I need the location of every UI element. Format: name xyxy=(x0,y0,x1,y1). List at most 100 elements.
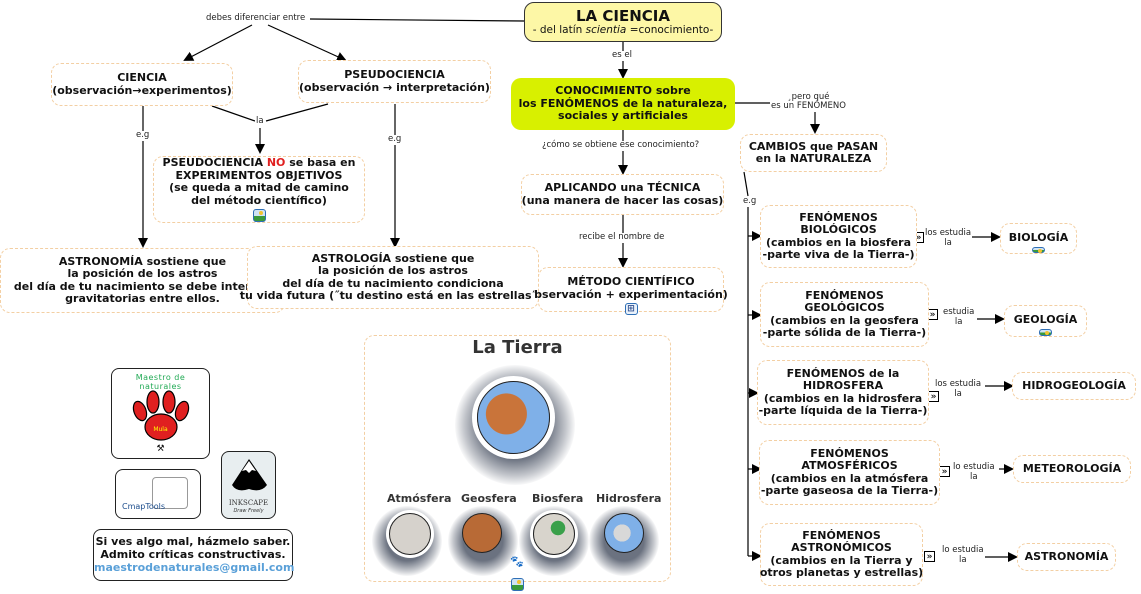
node-meteorologia[interactable]: METEOROLOGÍA xyxy=(1013,455,1131,483)
node-astrologia-ejemplo[interactable]: ASTROLOGÍA sostiene que la posición de l… xyxy=(240,246,546,309)
ciencia-title: CIENCIA xyxy=(117,71,167,84)
label-eg-pseudo: e.g xyxy=(387,134,403,145)
fen-hidro-line1: FENÓMENOS de la xyxy=(786,366,900,380)
node-conocimiento[interactable]: CONOCIMIENTO sobre los FENÓMENOS de la n… xyxy=(511,78,735,130)
meteorologia-title: METEOROLOGÍA xyxy=(1022,461,1122,475)
conocimiento-line1: CONOCIMIENTO sobre xyxy=(555,84,691,98)
sphere-label-biosfera: Biosfera xyxy=(532,492,584,505)
label-geo-line2: la xyxy=(954,316,963,327)
astronomia-title: ASTRONOMÍA xyxy=(1024,549,1109,563)
node-cambios[interactable]: CAMBIOS que PASAN en la NATURALEZA xyxy=(740,134,887,172)
fen-astro-line4: otros planetas y estrellas) xyxy=(759,566,924,579)
node-fenomenos-hidrosfera[interactable]: FENÓMENOS de la HIDROSFERA (cambios en l… xyxy=(757,360,929,425)
inkscape-label: INKSCAPE xyxy=(228,499,269,507)
inkscape-tagline: Draw Freely xyxy=(233,508,264,514)
root-sub-pre: - del latín xyxy=(532,23,586,36)
maestro-badge: Mula xyxy=(153,426,168,433)
node-astronomia-ejemplo[interactable]: ASTRONOMÍA sostiene que la posición de l… xyxy=(0,248,285,313)
node-biologia[interactable]: BIOLOGÍA xyxy=(1000,223,1077,254)
sphere-label-atmosfera: Atmósfera xyxy=(387,492,452,505)
fen-astro-line2: ASTRONÓMICOS xyxy=(791,541,892,554)
feedback-line2: Admito críticas constructivas. xyxy=(100,548,286,561)
pseudociencia-title: PSEUDOCIENCIA xyxy=(344,68,445,81)
astro-eg-line4: gravitatorias entre ellos. xyxy=(65,292,220,305)
pseudono-red: NO xyxy=(266,156,286,169)
atmosfera-icon xyxy=(389,513,431,555)
pseudociencia-sub: (observación → interpretación) xyxy=(299,80,490,94)
biologia-title: BIOLOGÍA xyxy=(1008,231,1069,244)
node-tecnica[interactable]: APLICANDO una TÉCNICA (una manera de hac… xyxy=(521,174,724,215)
root-title: LA CIENCIA xyxy=(576,6,670,25)
astro-eg-line3: del día de tu nacimiento se debe interac… xyxy=(13,279,272,293)
fen-bio-line4: -parte viva de la Tierra-) xyxy=(762,248,915,261)
fen-astro-line3: (cambios en la Tierra y xyxy=(770,553,913,567)
ciencia-sub: (observación→experimentos) xyxy=(52,83,232,97)
fen-atmo-line3: (cambios en la atmósfera xyxy=(770,471,929,485)
nested-map-icon-astro[interactable]: » xyxy=(924,551,935,562)
fen-hidro-line3: (cambios en la hidrosfera xyxy=(763,391,923,405)
astrol-eg-line4: tu vida futura (˝tu destino está en las … xyxy=(239,289,547,302)
link-cambios-eg xyxy=(743,171,749,197)
root-sub-post: =conocimiento- xyxy=(626,23,714,36)
node-astronomia[interactable]: ASTRONOMÍA xyxy=(1017,543,1116,571)
cmap-diagram-icon xyxy=(152,477,188,509)
hidrogeologia-title: HIDROGEOLOGÍA xyxy=(1022,378,1126,392)
node-fenomenos-atmosfericos[interactable]: FENÓMENOS ATMOSFÉRICOS (cambios en la at… xyxy=(759,440,940,505)
biosfera-icon xyxy=(533,513,575,555)
hidrosfera-icon xyxy=(604,513,644,553)
earth-icon xyxy=(477,381,550,454)
astrol-eg-line3: del día de tu nacimiento condiciona xyxy=(282,276,504,290)
image-icon[interactable] xyxy=(1039,328,1052,336)
node-hidrogeologia[interactable]: HIDROGEOLOGÍA xyxy=(1012,372,1136,400)
label-atmo-line2: la xyxy=(970,471,978,482)
label-recibe: recibe el nombre de xyxy=(578,232,666,243)
feedback-box: Si ves algo mal, házmelo saber. Admito c… xyxy=(93,529,295,581)
inkscape-icon xyxy=(232,459,267,491)
link-pseudo-la xyxy=(265,103,329,122)
fen-bio-line3: (cambios en la biosfera xyxy=(766,235,911,249)
nested-map-icon-hidro[interactable]: » xyxy=(928,391,939,402)
maestro-logo-text: Maestro de naturales xyxy=(135,373,186,391)
concept-map-icon[interactable]: ⊞ xyxy=(624,303,638,315)
fen-atmo-line2: ATMOSFÉRICOS xyxy=(801,459,898,472)
image-icon[interactable] xyxy=(252,209,266,222)
maestro-de-naturales-logo: Maestro de naturales Mula ⚒ xyxy=(111,368,210,459)
node-fenomenos-geologicos[interactable]: FENÓMENOS GEOLÓGICOS (cambios en la geos… xyxy=(760,282,929,347)
image-icon[interactable] xyxy=(1032,246,1045,253)
label-astro-line2: la xyxy=(959,554,967,565)
label-bio-line2: la xyxy=(944,237,952,248)
fen-bio-line2: BIOLÓGICOS xyxy=(800,223,877,236)
node-ciencia[interactable]: CIENCIA (observación→experimentos) xyxy=(51,63,233,106)
node-geologia[interactable]: GEOLOGÍA xyxy=(1004,305,1087,337)
node-la-ciencia[interactable]: LA CIENCIA - del latín scientia =conocim… xyxy=(524,2,722,42)
label-diferenciar: debes diferenciar entre xyxy=(205,13,307,24)
feedback-email[interactable]: maestrodenaturales@gmail.com xyxy=(94,561,295,574)
pseudono-line3: (se queda a mitad de camino xyxy=(169,181,349,194)
conocimiento-line2: los FENÓMENOS de la naturaleza, xyxy=(518,96,728,110)
nested-map-icon-atmo[interactable]: » xyxy=(939,466,950,477)
fen-atmo-line1: FENÓMENOS xyxy=(810,446,889,460)
node-pseudociencia-no[interactable]: PSEUDOCIENCIA NO se basa en EXPERIMENTOS… xyxy=(153,156,365,223)
label-pero-que-line2: es un FENÓMENO xyxy=(771,101,846,111)
node-metodo-cientifico[interactable]: MÉTODO CIENTÍFICO bservación + experimen… xyxy=(534,267,728,315)
image-icon[interactable] xyxy=(511,578,524,591)
label-atmo-line1: lo estudia xyxy=(953,462,995,472)
label-hidro-line2: la xyxy=(954,388,962,399)
cmaptools-label: CmapTools xyxy=(122,502,166,511)
astrol-eg-line1: ASTROLOGÍA sostiene que xyxy=(311,251,475,265)
fen-geo-line2: GEOLÓGICOS xyxy=(804,301,885,314)
cambios-line2: en la NATURALEZA xyxy=(755,152,872,165)
node-fenomenos-astronomicos[interactable]: FENÓMENOS ASTRONÓMICOS (cambios en la Ti… xyxy=(760,523,923,586)
pseudono-line1: PSEUDOCIENCIA NO se basa en xyxy=(163,156,356,170)
tecnica-line1: APLICANDO una TÉCNICA xyxy=(544,181,701,194)
node-pseudociencia[interactable]: PSEUDOCIENCIA (observación → interpretac… xyxy=(298,60,491,103)
link-root-diferenciar xyxy=(309,18,525,22)
node-fenomenos-biologicos[interactable]: FENÓMENOS BIOLÓGICOS (cambios en la bios… xyxy=(760,205,917,268)
pseudono-line4: del método científico) xyxy=(191,193,327,207)
tierra-title: La Tierra xyxy=(472,337,563,358)
cambios-line1: CAMBIOS que PASAN xyxy=(748,139,879,153)
